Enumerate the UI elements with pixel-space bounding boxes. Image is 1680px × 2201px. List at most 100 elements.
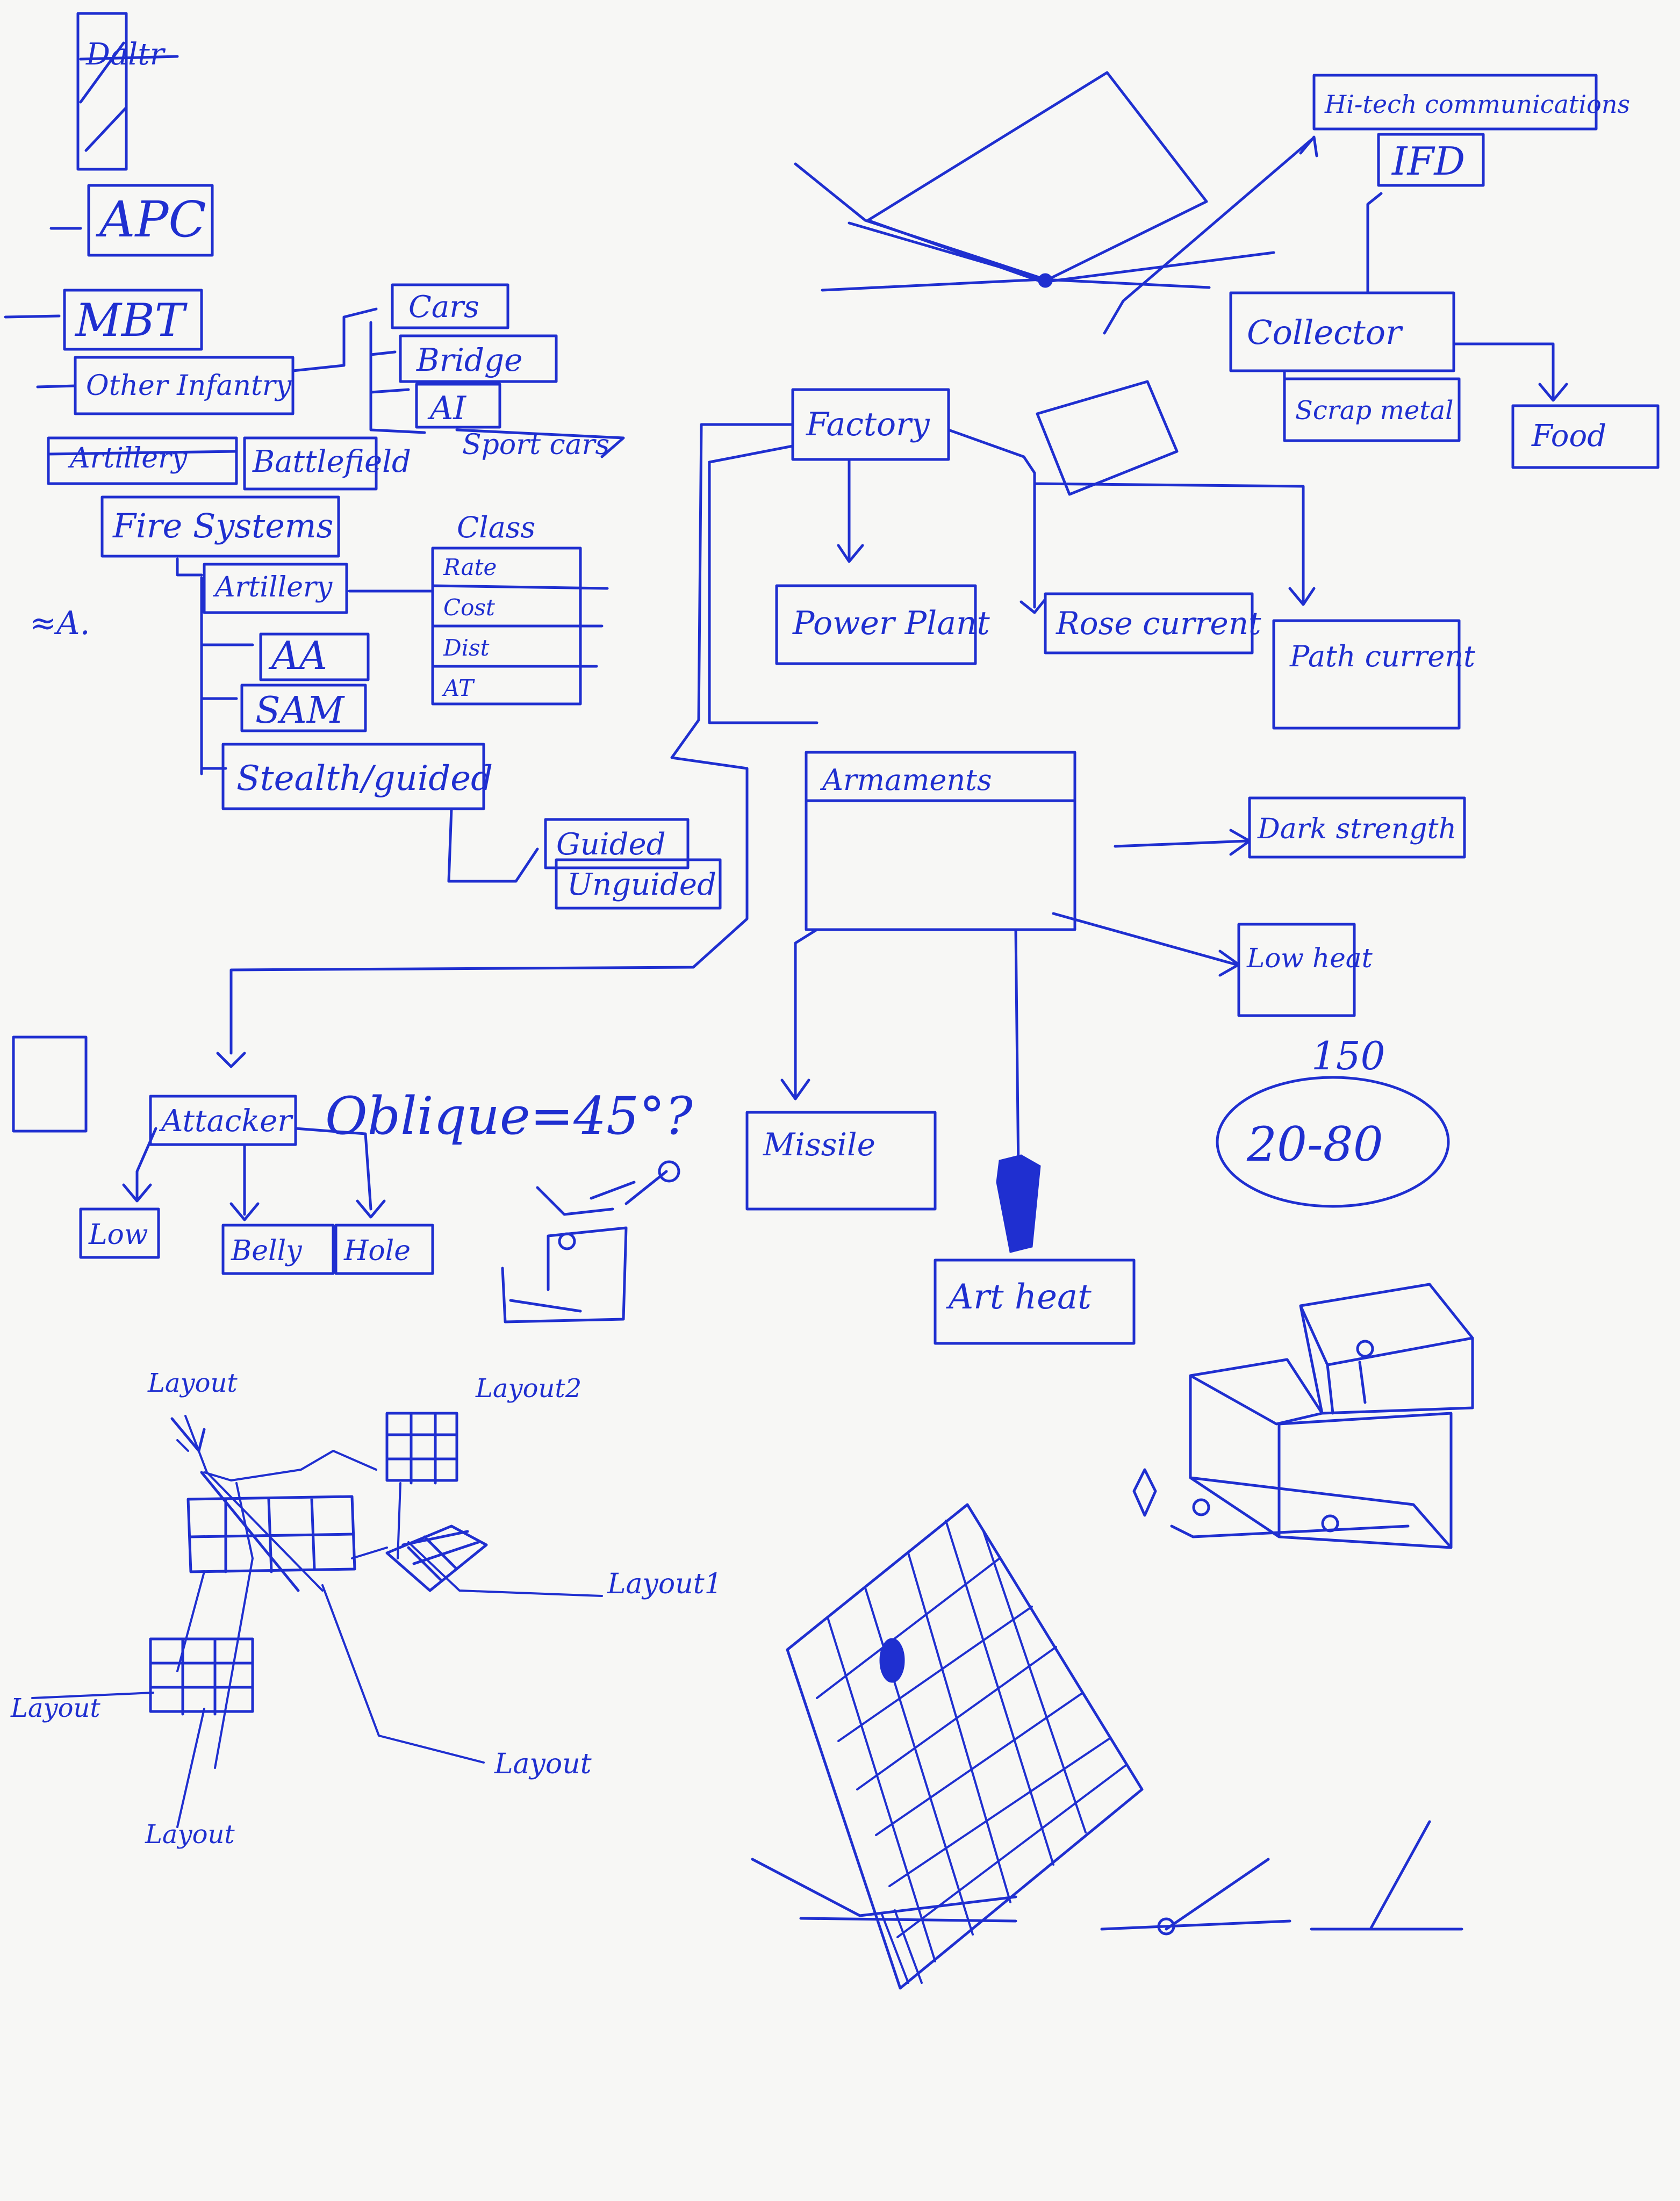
class-table-header: Class [457, 510, 535, 544]
top-right-grid [387, 1413, 457, 1483]
power-plant-box [777, 586, 975, 664]
armaments-box [806, 752, 1075, 930]
guided-box [545, 819, 688, 868]
mbt-label: MBT [74, 294, 188, 347]
mbt-lead-line [5, 316, 59, 317]
low-heat-label: Low heat [1246, 943, 1373, 974]
apc-box [89, 185, 212, 255]
ai-box [417, 384, 500, 427]
grid-connectors [32, 1416, 602, 1827]
collector-system: Hi-tech communications IFD Collector Scr… [1104, 75, 1658, 467]
bridge-label: Bridge [416, 342, 522, 378]
rose-current-box [1045, 594, 1252, 653]
belly-label: Belly [231, 1235, 302, 1267]
collector-box [1231, 293, 1454, 371]
belly-box [223, 1225, 333, 1274]
fire-systems-label: Fire Systems [112, 506, 333, 545]
doodle-circle-2 [559, 1234, 575, 1249]
dark-strength-label: Dark strength [1257, 813, 1456, 845]
artillery-struck-label: Artillery [68, 442, 188, 474]
ground-line-left [752, 1859, 1016, 1921]
class-table-rules [433, 586, 607, 666]
path-current-label: Path current [1289, 639, 1475, 673]
lower-grid [150, 1639, 253, 1714]
collector-label: Collector [1247, 313, 1403, 352]
guided-label: Guided [556, 827, 666, 862]
art-heat-label: Art heat [946, 1277, 1092, 1317]
aa-label: AA [268, 633, 327, 678]
battlefield-label: Battlefield [252, 444, 411, 479]
ai-label: AI [427, 390, 466, 427]
range-ellipse [1217, 1077, 1448, 1206]
factory-right-branch [949, 430, 1303, 607]
power-plant-label: Power Plant [792, 605, 990, 642]
factory-main-loop [231, 425, 793, 1053]
attacker-diagram: Attacker Oblique=45°? Low Belly Hole [13, 1037, 693, 1322]
diamond-marker [1134, 1470, 1155, 1515]
lower-cube-dot-2 [1194, 1500, 1209, 1515]
layout-label-b: Layout2 [475, 1373, 581, 1404]
class-table: Class Rate Cost Dist AT [349, 510, 607, 704]
artillery-box [204, 564, 347, 613]
hole-label: Hole [343, 1235, 411, 1267]
value-150: 150 [1311, 1033, 1385, 1078]
class-row-rate: Rate [443, 554, 497, 580]
infantry-branch-connector [293, 309, 425, 433]
book-page-lines [795, 164, 1274, 282]
left-unit-column: Daltr APC MBT Other Infantry Artillery B… [5, 13, 720, 908]
factory-to-power-plant [838, 459, 863, 562]
cars-label: Cars [408, 290, 479, 325]
range-20-80: 20-80 [1246, 1117, 1383, 1172]
bridge-box [400, 336, 556, 382]
upper-cube [1301, 1284, 1473, 1413]
armaments-to-missile [782, 930, 817, 1099]
aa-box [261, 634, 368, 680]
collector-to-hitech-curve [1104, 140, 1311, 333]
mbt-box [64, 290, 202, 349]
layout-label-a: Layout [147, 1368, 238, 1398]
battlefield-box [245, 438, 376, 489]
tilted-grid-board [752, 1505, 1462, 1988]
layout-grids: Layout Layout2 Layout1 Layout Layout Lay… [10, 1368, 722, 1850]
missile-label: Missile [763, 1126, 875, 1163]
stealth-to-guided-connector [449, 809, 537, 881]
art-heat-box [935, 1260, 1134, 1343]
missile-box [747, 1112, 935, 1209]
dark-strength-box [1250, 798, 1464, 857]
top-crossed-label: Daltr [85, 37, 166, 72]
class-row-at: AT [441, 675, 475, 701]
arrow-to-path-current [1290, 588, 1314, 605]
tilted-blank-box [1037, 382, 1177, 494]
attacker-branches [137, 1128, 371, 1214]
hitech-comms-label: Hi-tech communications [1324, 90, 1630, 119]
main-grid-diagonal [202, 1472, 298, 1591]
ground-pivot-circle [1159, 1919, 1174, 1934]
unguided-box [556, 860, 720, 908]
artillery-struck-box [48, 438, 236, 484]
layout-a-arrow [172, 1419, 204, 1451]
sport-cars-bracket [457, 430, 623, 457]
fire-systems-tree [177, 559, 253, 774]
low-heat-box [1239, 924, 1354, 1016]
factory-label: Factory [806, 406, 930, 443]
food-label: Food [1531, 419, 1606, 454]
other-infantry-label: Other Infantry [86, 370, 292, 402]
layout-label-c: Layout1 [607, 1568, 722, 1600]
food-box [1513, 406, 1658, 467]
low-box [81, 1209, 159, 1257]
ifd-label: IFD [1391, 139, 1465, 184]
grid-marker-piece [880, 1639, 904, 1682]
cars-box [392, 285, 508, 328]
top-crossed-box-scribble [81, 43, 177, 150]
branch-arrowheads [124, 1185, 384, 1220]
layout-label-d: Layout [10, 1693, 100, 1723]
attacker-label: Attacker [159, 1104, 293, 1139]
main-grid [188, 1497, 355, 1572]
scrap-metal-label: Scrap metal [1295, 395, 1454, 426]
blank-tall-box [13, 1037, 86, 1131]
hole-box [336, 1225, 433, 1274]
fire-systems-box [102, 497, 339, 556]
factory-to-attacker-arrow [218, 1053, 245, 1067]
collector-to-food [1454, 344, 1567, 400]
